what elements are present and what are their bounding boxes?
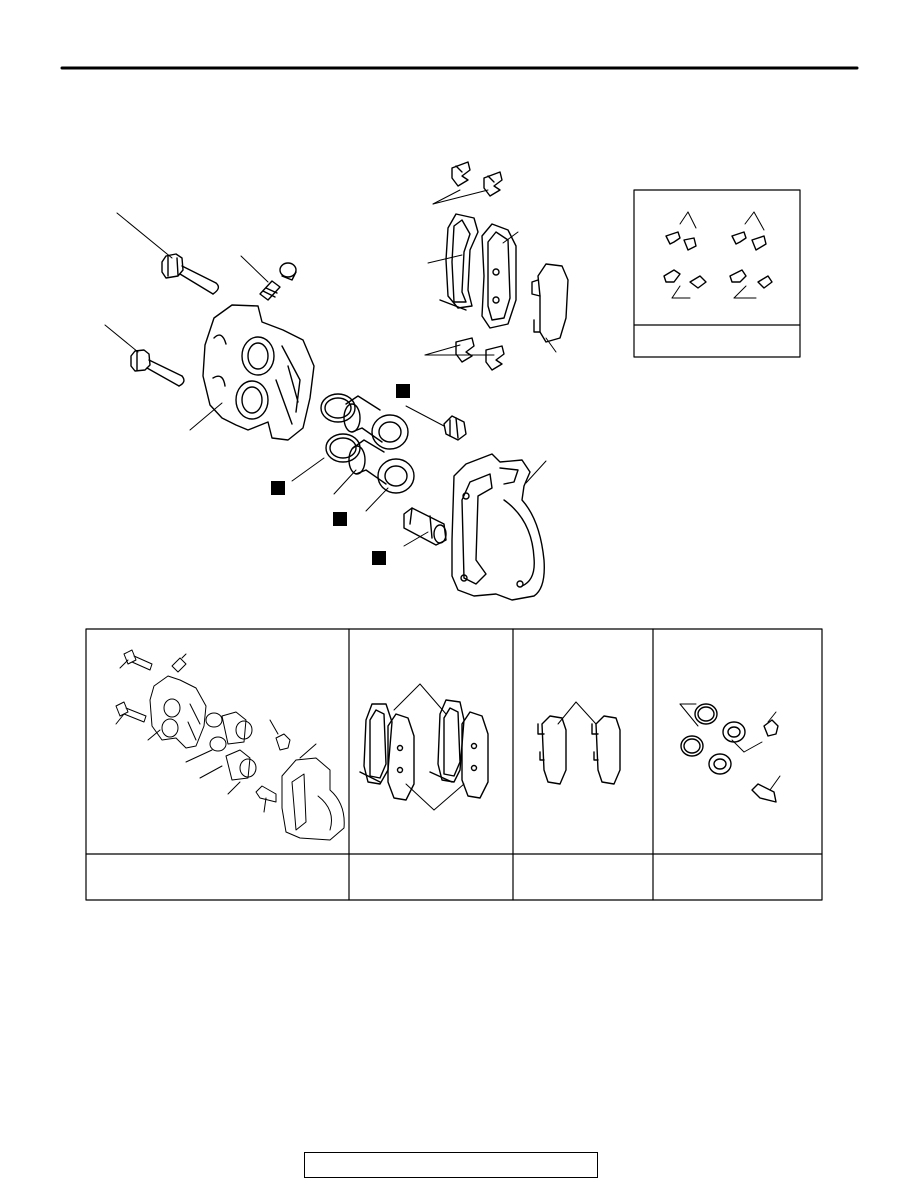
guide-pin-bolt-upper <box>161 253 220 295</box>
kit-table-frame <box>85 628 823 901</box>
lock-pin <box>403 507 447 546</box>
inner-brake-pad <box>439 213 479 311</box>
kit-table <box>85 628 823 901</box>
piston-upper <box>343 395 383 443</box>
clip-inset <box>633 189 801 358</box>
caliper-support <box>451 453 545 601</box>
pad-clips-upper <box>451 161 503 197</box>
bleeder-screw <box>259 262 297 301</box>
piston-seal-upper <box>320 393 356 423</box>
leader-lines <box>104 189 557 547</box>
pad-shim <box>531 263 569 343</box>
piston-seal-lower <box>325 433 361 463</box>
kit-shims <box>537 701 621 785</box>
page-footer-box <box>304 1152 598 1178</box>
replace-marker <box>372 551 386 565</box>
inset-frame <box>633 189 801 358</box>
outer-brake-pad <box>481 223 517 329</box>
kit-brake-pads <box>359 683 489 811</box>
piston-lower <box>348 439 387 485</box>
replace-marker <box>271 481 285 495</box>
kit-caliper-assembly <box>115 649 345 841</box>
kit-seals <box>679 703 781 803</box>
bushing <box>443 415 467 441</box>
piston-boot-lower <box>377 458 415 494</box>
piston-boot-upper <box>371 414 409 450</box>
replace-marker <box>333 512 347 526</box>
main-exploded-view <box>104 161 569 601</box>
pad-clips-lower <box>455 337 505 371</box>
replace-marker <box>396 384 410 398</box>
guide-pin-bolt-lower <box>130 349 185 387</box>
caliper-body <box>202 304 315 441</box>
